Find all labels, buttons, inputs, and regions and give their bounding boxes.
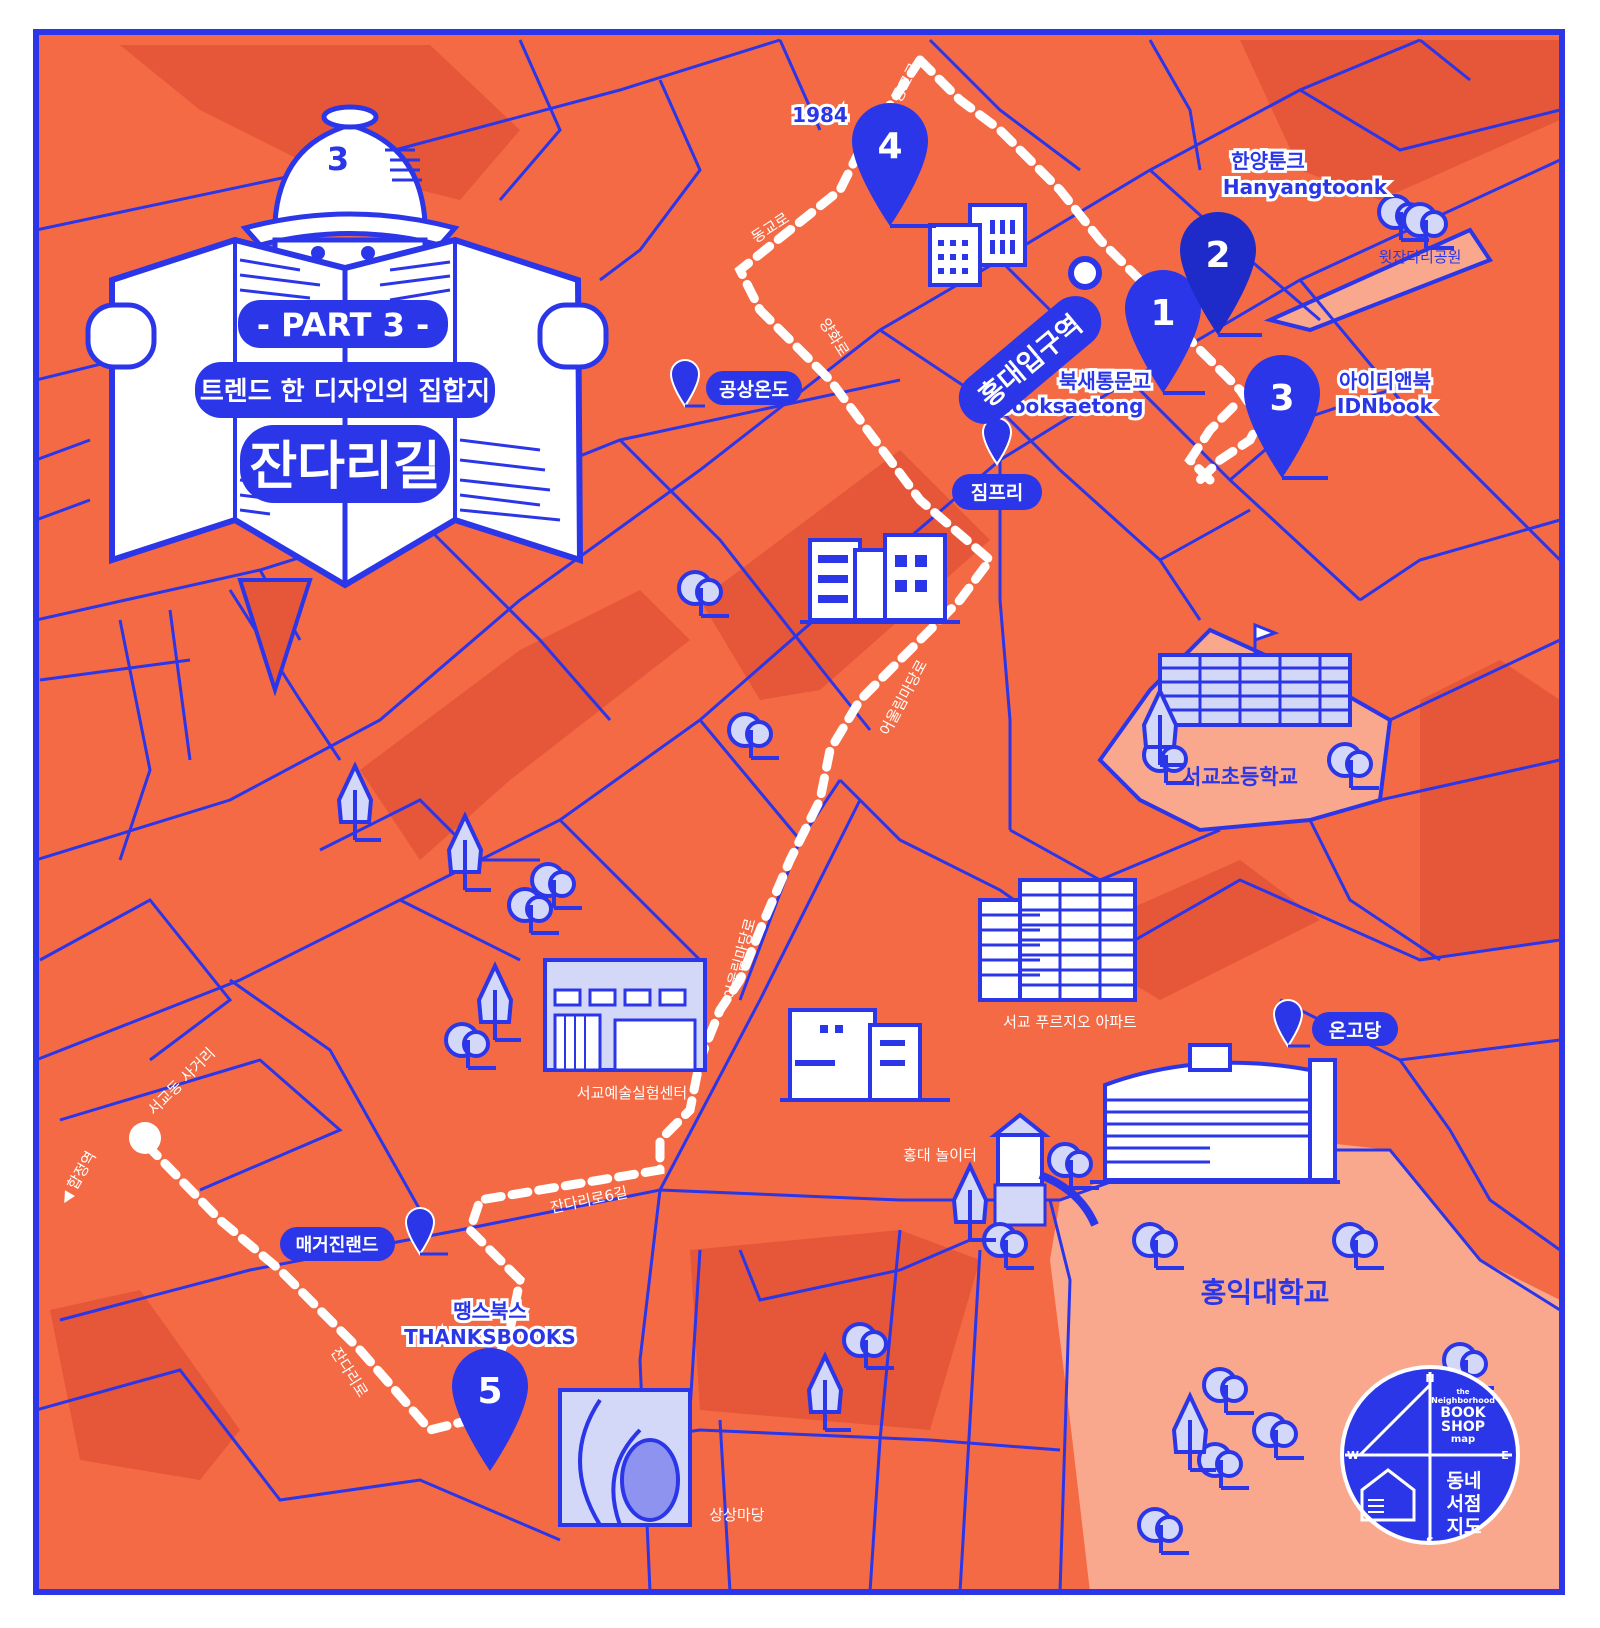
compass-s: S bbox=[1426, 1535, 1434, 1548]
place-label: 매거진랜드 bbox=[296, 1235, 379, 1256]
pin-number: 3 bbox=[1269, 378, 1294, 419]
place-ongodang[interactable]: 온고당 bbox=[1272, 998, 1398, 1048]
university-building-icon bbox=[1090, 1043, 1340, 1184]
bookshop-pin-3[interactable]: 3 bbox=[1244, 355, 1328, 480]
subtitle-label: 트렌드 한 디자인의 집합지 bbox=[200, 377, 490, 407]
city-block bbox=[1240, 40, 1560, 200]
city-block bbox=[360, 590, 690, 860]
bookshop-pin-4[interactable]: 4 bbox=[852, 103, 936, 228]
title-panel: 3 - PART 3 - 트렌드 한 디자인의 집합지 잔다리길 bbox=[85, 104, 609, 697]
pin-number: 4 bbox=[877, 126, 902, 167]
svg-text:map: map bbox=[1451, 1434, 1475, 1445]
compass-badge: N S E W the Neighborhood BOOK SHOP map 동… bbox=[1340, 1365, 1520, 1548]
bookshop-pin-2[interactable]: 2 bbox=[1180, 212, 1262, 337]
svg-text:Neighborhood: Neighborhood bbox=[1431, 1396, 1495, 1405]
compass-n: N bbox=[1425, 1372, 1434, 1385]
hat-number: 3 bbox=[327, 140, 349, 178]
landmark-labels: 윗잔다리공원 서교초등학교 서교 푸르지오 아파트 서교예술실험센터 홍대 놀이… bbox=[577, 248, 1462, 1524]
svg-text:지도: 지도 bbox=[1447, 1516, 1482, 1538]
left-hand-icon bbox=[85, 302, 157, 370]
pin-number: 2 bbox=[1205, 235, 1230, 276]
place-gongsang[interactable]: 공상온도 bbox=[669, 358, 802, 408]
bookshop-2-name-en: Hanyangtoonk bbox=[1223, 175, 1388, 199]
place-label: 공상온도 bbox=[719, 379, 789, 401]
elementary-school-icon bbox=[1158, 622, 1352, 727]
station-buildings-icon bbox=[928, 203, 1027, 287]
bookshop-labels: 북새통문고 Booksaetong 한양툰크 Hanyangtoonk 아이디앤… bbox=[401, 100, 1436, 1352]
park-label: 윗잔다리공원 bbox=[1379, 248, 1462, 266]
right-hand-icon bbox=[537, 302, 609, 370]
mid-buildings-icon bbox=[800, 533, 960, 624]
art-center-label: 서교예술실험센터 bbox=[577, 1084, 687, 1102]
map-pin-icon bbox=[852, 103, 928, 226]
map-pin-icon bbox=[1244, 355, 1320, 478]
apartment-label: 서교 푸르지오 아파트 bbox=[1003, 1013, 1137, 1031]
bookshop-4-name: 1984 bbox=[792, 103, 848, 127]
small-pin-icon bbox=[981, 416, 1013, 466]
place-magazine-land[interactable]: 매거진랜드 bbox=[280, 1206, 448, 1261]
map-pin-icon bbox=[452, 1348, 528, 1471]
city-block bbox=[50, 1290, 240, 1480]
bookshop-2-name-ko: 한양툰크 bbox=[1231, 149, 1305, 173]
university-label: 홍익대학교 bbox=[1201, 1276, 1330, 1309]
compass-e: E bbox=[1501, 1449, 1509, 1462]
place-label: 온고당 bbox=[1329, 1020, 1382, 1042]
pin-number: 1 bbox=[1150, 293, 1175, 334]
sangsang-madang-icon bbox=[558, 1388, 692, 1527]
map-frame bbox=[33, 29, 1565, 1595]
bookshop-5-name-ko: 땡스북스 bbox=[453, 1299, 527, 1323]
place-jimpeuri[interactable]: 짐프리 bbox=[952, 416, 1042, 510]
apartment-icon bbox=[978, 878, 1137, 1002]
playground-icon bbox=[989, 1112, 1099, 1227]
center-buildings-icon bbox=[780, 1008, 950, 1102]
svg-text:서점: 서점 bbox=[1447, 1493, 1482, 1515]
house-icon bbox=[1360, 1468, 1416, 1522]
map-pin-icon bbox=[1125, 270, 1201, 393]
city-block bbox=[690, 1230, 980, 1430]
compass-w: W bbox=[1347, 1449, 1359, 1462]
playground-label: 홍대 놀이터 bbox=[903, 1146, 977, 1164]
bookshop-pin-5[interactable]: 5 bbox=[452, 1348, 528, 1471]
svg-text:SHOP: SHOP bbox=[1441, 1419, 1485, 1435]
station-icon bbox=[1068, 256, 1102, 290]
svg-text:BOOK: BOOK bbox=[1440, 1405, 1486, 1421]
svg-text:the: the bbox=[1456, 1388, 1469, 1396]
bookshop-5-name-en: THANKSBOOKS bbox=[404, 1325, 576, 1349]
bookshop-pin-1[interactable]: 1 bbox=[1125, 270, 1205, 395]
pin-number: 5 bbox=[477, 1371, 502, 1412]
bookshop-1-name-ko: 북새통문고 bbox=[1059, 369, 1151, 393]
bookshop-3-name-ko: 아이디앤북 bbox=[1339, 369, 1431, 393]
school-label: 서교초등학교 bbox=[1182, 765, 1298, 789]
place-label: 짐프리 bbox=[971, 482, 1023, 504]
part-label: - PART 3 - bbox=[257, 306, 430, 344]
svg-text:동네: 동네 bbox=[1447, 1470, 1482, 1492]
city-block bbox=[1420, 660, 1560, 960]
page-title: 잔다리길 bbox=[249, 437, 440, 497]
art-center-icon bbox=[543, 958, 707, 1072]
park-area bbox=[1263, 227, 1494, 333]
crossing-marker bbox=[129, 1122, 161, 1154]
bookshop-3-name-en: IDNbook bbox=[1337, 394, 1434, 418]
map-pin-icon bbox=[1180, 212, 1256, 335]
sangsang-label: 상상마당 bbox=[709, 1506, 764, 1524]
